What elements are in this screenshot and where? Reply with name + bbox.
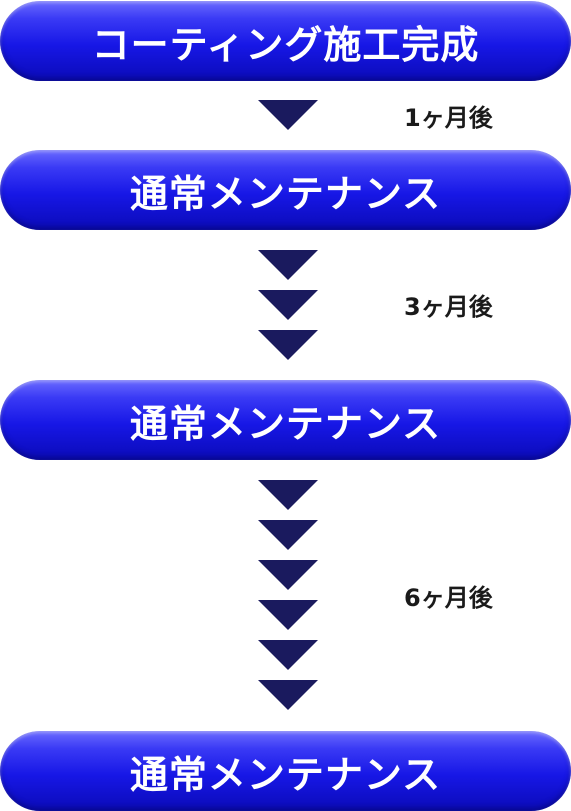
step-label: コーティング施工完成: [91, 22, 480, 67]
step-label: 通常メンテナンス: [129, 171, 442, 216]
down-arrow-icon: [258, 100, 318, 130]
interval-label: 6ヶ月後: [404, 584, 493, 612]
step-coating-complete: コーティング施工完成: [0, 1, 571, 81]
step-label: 通常メンテナンス: [129, 401, 442, 446]
interval-label: 3ヶ月後: [404, 293, 493, 321]
down-arrow-icon: [258, 560, 318, 590]
down-arrow-icon: [258, 290, 318, 320]
interval-label: 1ヶ月後: [404, 104, 493, 132]
step-maintenance-2: 通常メンテナンス: [0, 380, 571, 460]
down-arrow-icon: [258, 480, 318, 510]
down-arrow-icon: [258, 250, 318, 280]
down-arrow-icon: [258, 600, 318, 630]
step-label: 通常メンテナンス: [129, 752, 442, 797]
down-arrow-icon: [258, 680, 318, 710]
step-maintenance-1: 通常メンテナンス: [0, 150, 571, 230]
step-maintenance-3: 通常メンテナンス: [0, 731, 571, 811]
down-arrow-icon: [258, 520, 318, 550]
down-arrow-icon: [258, 640, 318, 670]
down-arrow-icon: [258, 330, 318, 360]
